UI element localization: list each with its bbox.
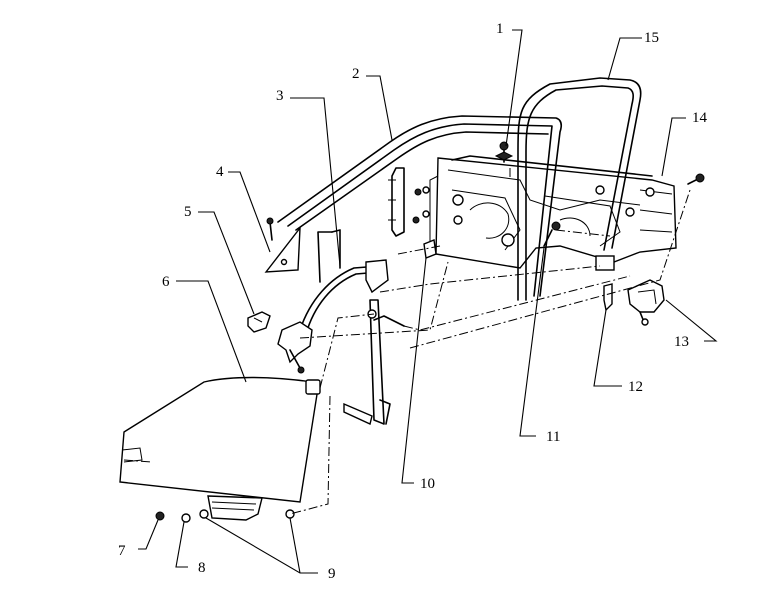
callout-labels: 1 2 3 4 5 6 7 8 9 10 11 12 13 14 15 [118,21,708,582]
callout-11: 11 [546,429,560,445]
callout-5: 5 [184,204,192,220]
screws-and-bolts [155,141,705,523]
mirror-clip [247,311,271,333]
callout-1: 1 [496,21,504,37]
door-inner-panel [429,155,677,271]
callout-3: 3 [276,88,284,104]
alignment-lines [289,168,691,515]
callout-9: 9 [328,566,336,582]
callout-15: 15 [644,30,659,46]
window-run-channel [517,77,642,301]
callout-14: 14 [692,110,708,126]
corner-glass-triangle [264,217,301,273]
glass-run-sash [277,115,562,297]
callout-2: 2 [352,66,360,82]
callout-4: 4 [216,164,224,180]
callout-6: 6 [162,274,170,290]
callout-7: 7 [118,543,126,559]
rubber-stop [423,239,437,259]
lower-guide [603,283,613,312]
callout-13: 13 [674,334,689,350]
leader-lines [138,29,718,574]
door-glass-pane [119,376,321,521]
door-latch [627,279,665,326]
callout-8: 8 [198,560,206,576]
window-regulator [277,259,405,425]
callout-10: 10 [420,476,435,492]
callout-12: 12 [628,379,643,395]
